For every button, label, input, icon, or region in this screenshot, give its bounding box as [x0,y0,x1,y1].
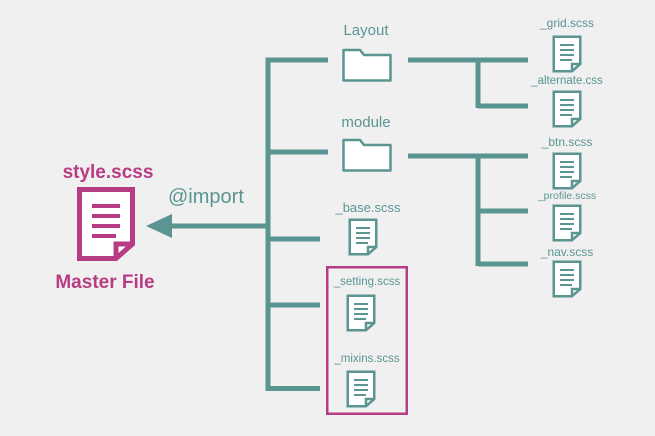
highlight-box [326,266,408,415]
master-file: style.scss Master File [55,162,154,293]
partial-mixins: _mixins.scss [333,353,400,408]
file-icon [552,35,582,73]
tree-connectors [170,57,528,391]
import-label: @import [168,186,244,208]
folder-layout: Layout [342,22,392,82]
folder-layout-label: Layout [343,22,389,39]
folder-icon [342,138,392,172]
file-icon [552,152,582,190]
file-icon [348,218,378,256]
folder-icon [342,48,392,82]
master-caption: Master File [55,272,154,293]
file-icon [552,204,582,242]
file-btn: _btn.scss [541,135,593,190]
file-nav: _nav.scss [540,245,593,298]
file-grid-label: _grid.scss [539,16,594,30]
file-icon [552,90,582,128]
partial-mixins-label: _mixins.scss [333,353,399,365]
file-alternate: _alternate.css [530,75,603,128]
file-btn-label: _btn.scss [541,135,593,149]
file-icon [346,294,376,332]
file-profile: _profile.scss [537,190,596,242]
partial-base: _base.scss [334,200,401,256]
master-file-icon [80,190,133,259]
file-nav-label: _nav.scss [540,245,593,259]
master-filename: style.scss [63,162,154,183]
file-grid: _grid.scss [539,16,594,73]
file-profile-label: _profile.scss [537,190,596,202]
import-arrow-head [146,214,172,238]
file-icon [346,370,376,408]
file-icon [552,260,582,298]
file-alternate-label: _alternate.css [530,75,603,87]
folder-module: module [341,114,392,172]
partial-base-label: _base.scss [334,200,401,215]
folder-module-label: module [341,114,390,131]
partial-setting-label: _setting.scss [333,276,401,288]
partial-setting: _setting.scss [333,276,401,332]
